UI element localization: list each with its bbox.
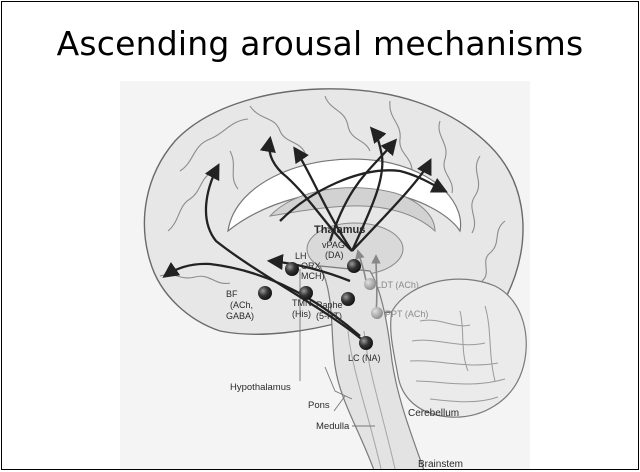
label-raphe-1: Raphe [316, 300, 343, 310]
label-vpag-1: vPAG [322, 240, 345, 250]
label-vpag-2: (DA) [325, 250, 344, 260]
label-cerebellum: Cerebellum [408, 408, 459, 419]
brain-diagram: Thalamus vPAG (DA) LH ORX MCH) LDT (ACh)… [120, 81, 530, 470]
label-bf-3: GABA) [226, 311, 254, 321]
nucleus-vpag [347, 259, 361, 273]
label-ppt: PPT (ACh) [385, 309, 428, 319]
label-lc: LC (NA) [348, 353, 381, 363]
label-bf-2: (ACh, [230, 300, 253, 310]
label-tmn-1: TMN [292, 298, 312, 308]
label-pons: Pons [308, 400, 330, 411]
label-tmn-2: (His) [292, 309, 311, 319]
brain-figure: Thalamus vPAG (DA) LH ORX MCH) LDT (ACh)… [120, 81, 530, 470]
label-lh-3: MCH) [301, 271, 325, 281]
label-lh-2: ORX [301, 261, 321, 271]
cerebellum-shape [391, 279, 527, 417]
slide-title: Ascending arousal mechanisms [2, 24, 638, 63]
label-medulla: Medulla [316, 421, 350, 432]
label-hypothalamus: Hypothalamus [230, 382, 291, 393]
label-bf-1: BF [226, 289, 238, 299]
label-thalamus: Thalamus [314, 224, 365, 236]
label-ldt: LDT (ACh) [376, 280, 419, 290]
nucleus-bf [258, 286, 272, 300]
nucleus-ldt [364, 278, 376, 290]
label-brainstem: Brainstem [418, 459, 463, 470]
label-lh-1: LH [295, 251, 307, 261]
nucleus-lc [359, 336, 373, 350]
label-raphe-2: (5-HT) [316, 311, 342, 321]
nucleus-raphe [341, 292, 355, 306]
nucleus-ppt [371, 307, 383, 319]
nucleus-lh [285, 262, 299, 276]
